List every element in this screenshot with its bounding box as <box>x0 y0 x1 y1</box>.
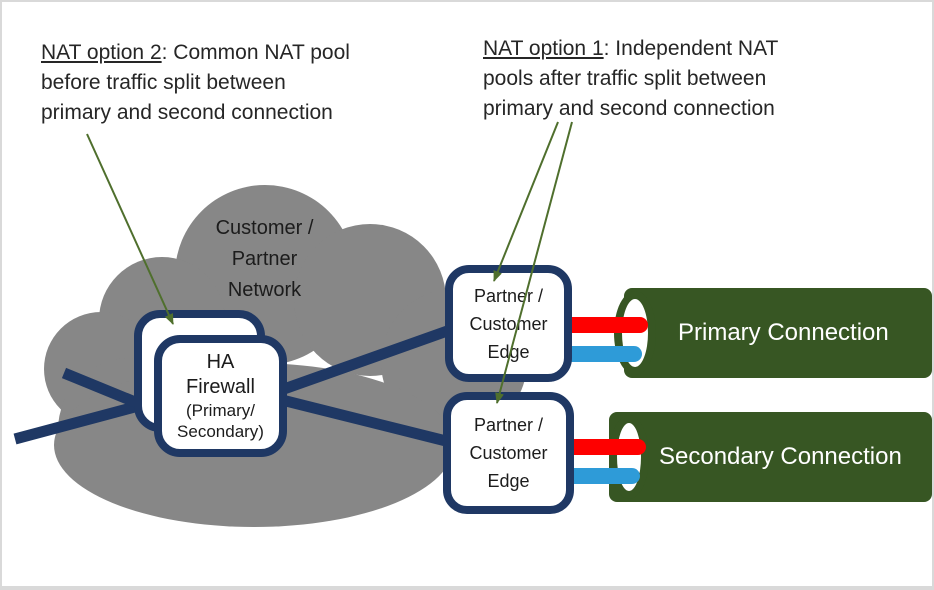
edge-node-top: Partner / Customer Edge <box>445 265 572 382</box>
nat-option1-title-suffix: : Independent NAT <box>603 37 779 60</box>
cloud-label-line1: Customer / <box>215 217 314 239</box>
primary-blue-link-stripe <box>569 346 642 362</box>
firewall-label-sub1: (Primary/ <box>186 401 255 420</box>
secondary-connection-label: Secondary Connection <box>659 443 902 470</box>
firewall-label-line1: HA <box>206 351 235 373</box>
nat-option2-title: NAT option 2 <box>41 41 162 64</box>
nat-option1-title: NAT option 1 <box>483 37 604 60</box>
primary-pipe-opening <box>614 291 656 375</box>
secondary-connection-pipe: Secondary Connection <box>609 412 932 502</box>
nat-option2-note: NAT option 2: Common NAT pool before tra… <box>41 38 391 128</box>
nat-option2-note-line2: before traffic split between <box>41 71 286 94</box>
secondary-pipe-opening <box>609 415 649 499</box>
edge-top-line2: Customer <box>469 313 548 334</box>
primary-red-link-stripe <box>569 317 648 333</box>
primary-connection-label: Primary Connection <box>678 319 889 346</box>
cloud-label-line2: Partner <box>231 248 298 270</box>
nat-option1-note-line1: NAT option 1: Independent NAT <box>483 34 828 64</box>
cloud-label-line3: Network <box>227 279 302 301</box>
edge-bottom-line1: Partner / <box>473 415 544 435</box>
nat-option1-note-line2: pools after traffic split between <box>483 67 767 90</box>
nat-option1-note-line3: primary and second connection <box>483 97 775 120</box>
nat-option1-note: NAT option 1: Independent NAT pools afte… <box>483 34 828 124</box>
firewall-label-sub2: Secondary) <box>177 422 264 441</box>
secondary-red-link-stripe <box>569 439 646 455</box>
ha-firewall-node: HA Firewall (Primary/ Secondary) <box>154 335 287 457</box>
primary-connection-pipe: Primary Connection <box>624 288 932 378</box>
edge-bottom-line2: Customer <box>469 443 548 463</box>
link-firewall-to-edge-bottom <box>268 391 452 448</box>
nat-option2-note-line3: primary and second connection <box>41 101 333 124</box>
edge-node-bottom: Partner / Customer Edge <box>443 392 574 514</box>
edge-top-line1: Partner / <box>473 285 544 306</box>
link-firewall-to-edge-top <box>268 324 452 400</box>
arrow-option1-to-edge-top <box>493 121 559 282</box>
nat-option2-title-suffix: : Common NAT pool <box>161 41 350 64</box>
arrow-option2-to-firewall <box>86 133 174 325</box>
cloud-label: Customer / Partner Network <box>172 213 357 306</box>
firewall-label-line2: Firewall <box>186 376 255 398</box>
edge-top-line3: Edge <box>487 341 530 362</box>
nat-option2-note-line1: NAT option 2: Common NAT pool <box>41 38 391 68</box>
edge-bottom-line3: Edge <box>487 471 530 491</box>
secondary-blue-link-stripe <box>569 468 640 484</box>
